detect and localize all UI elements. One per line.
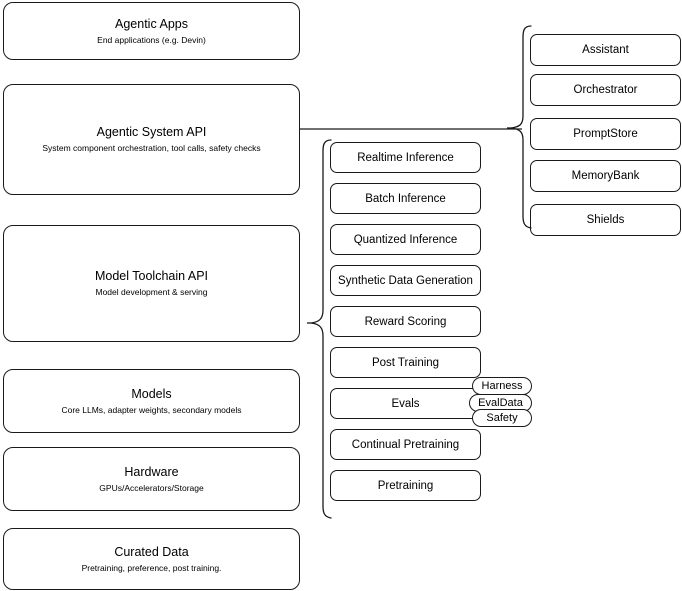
capability-continual-pretraining[interactable]: Continual Pretraining (330, 429, 481, 460)
capability-realtime-inference[interactable]: Realtime Inference (330, 142, 481, 173)
capability-pretraining[interactable]: Pretraining (330, 470, 481, 501)
component-label: Shields (586, 214, 625, 226)
stack-layer-agentic-system-api[interactable]: Agentic System API System component orch… (3, 84, 300, 195)
capability-label: Pretraining (377, 479, 434, 492)
capability-label: Synthetic Data Generation (338, 274, 473, 287)
connector-agentic-system-to-components (300, 118, 522, 136)
layer-title: Hardware (124, 464, 179, 479)
layer-subtitle: Pretraining, preference, post training. (81, 562, 222, 573)
component-shields[interactable]: Shields (530, 204, 681, 236)
stack-layer-curated-data[interactable]: Curated Data Pretraining, preference, po… (3, 528, 300, 590)
component-label: PromptStore (573, 128, 638, 140)
capability-label: Quantized Inference (353, 233, 458, 246)
component-orchestrator[interactable]: Orchestrator (530, 74, 681, 106)
layer-title: Curated Data (114, 544, 189, 559)
component-promptstore[interactable]: PromptStore (530, 118, 681, 150)
stack-layer-agentic-apps[interactable]: Agentic Apps End applications (e.g. Devi… (3, 2, 300, 60)
stack-layer-models[interactable]: Models Core LLMs, adapter weights, secon… (3, 369, 300, 433)
component-assistant[interactable]: Assistant (530, 34, 681, 66)
component-memorybank[interactable]: MemoryBank (530, 160, 681, 192)
stack-layer-model-toolchain-api[interactable]: Model Toolchain API Model development & … (3, 225, 300, 342)
capability-reward-scoring[interactable]: Reward Scoring (330, 306, 481, 337)
evals-tag-label: Safety (486, 412, 518, 424)
capability-label: Post Training (371, 356, 440, 369)
layer-title: Models (131, 386, 172, 401)
capability-label: Batch Inference (365, 192, 446, 205)
evals-tag-safety[interactable]: Safety (472, 409, 532, 427)
brace-toolchain-capabilities (307, 138, 333, 520)
component-label: MemoryBank (571, 170, 640, 182)
capability-batch-inference[interactable]: Batch Inference (330, 183, 481, 214)
evals-tag-harness[interactable]: Harness (472, 377, 532, 395)
evals-tag-label: Harness (481, 380, 523, 392)
layer-subtitle: GPUs/Accelerators/Storage (99, 482, 204, 493)
capability-label: Reward Scoring (364, 315, 447, 328)
layer-title: Model Toolchain API (94, 269, 209, 284)
layer-subtitle: System component orchestration, tool cal… (42, 143, 261, 154)
capability-evals[interactable]: Evals (330, 388, 481, 419)
layer-title: Agentic Apps (115, 16, 188, 31)
layer-title: Agentic System API (96, 125, 207, 140)
component-label: Orchestrator (573, 84, 638, 96)
layer-subtitle: Model development & serving (95, 287, 208, 298)
capability-post-training[interactable]: Post Training (330, 347, 481, 378)
capability-quantized-inference[interactable]: Quantized Inference (330, 224, 481, 255)
capability-label: Evals (391, 397, 420, 410)
capability-label: Realtime Inference (357, 151, 454, 164)
evals-tag-label: EvalData (478, 397, 523, 409)
brace-agentic-components (507, 24, 533, 230)
capability-label: Continual Pretraining (351, 438, 460, 451)
layer-subtitle: End applications (e.g. Devin) (97, 34, 206, 45)
component-label: Assistant (582, 44, 629, 56)
capability-synthetic-data-generation[interactable]: Synthetic Data Generation (330, 265, 481, 296)
layer-subtitle: Core LLMs, adapter weights, secondary mo… (61, 404, 242, 415)
stack-layer-hardware[interactable]: Hardware GPUs/Accelerators/Storage (3, 447, 300, 511)
